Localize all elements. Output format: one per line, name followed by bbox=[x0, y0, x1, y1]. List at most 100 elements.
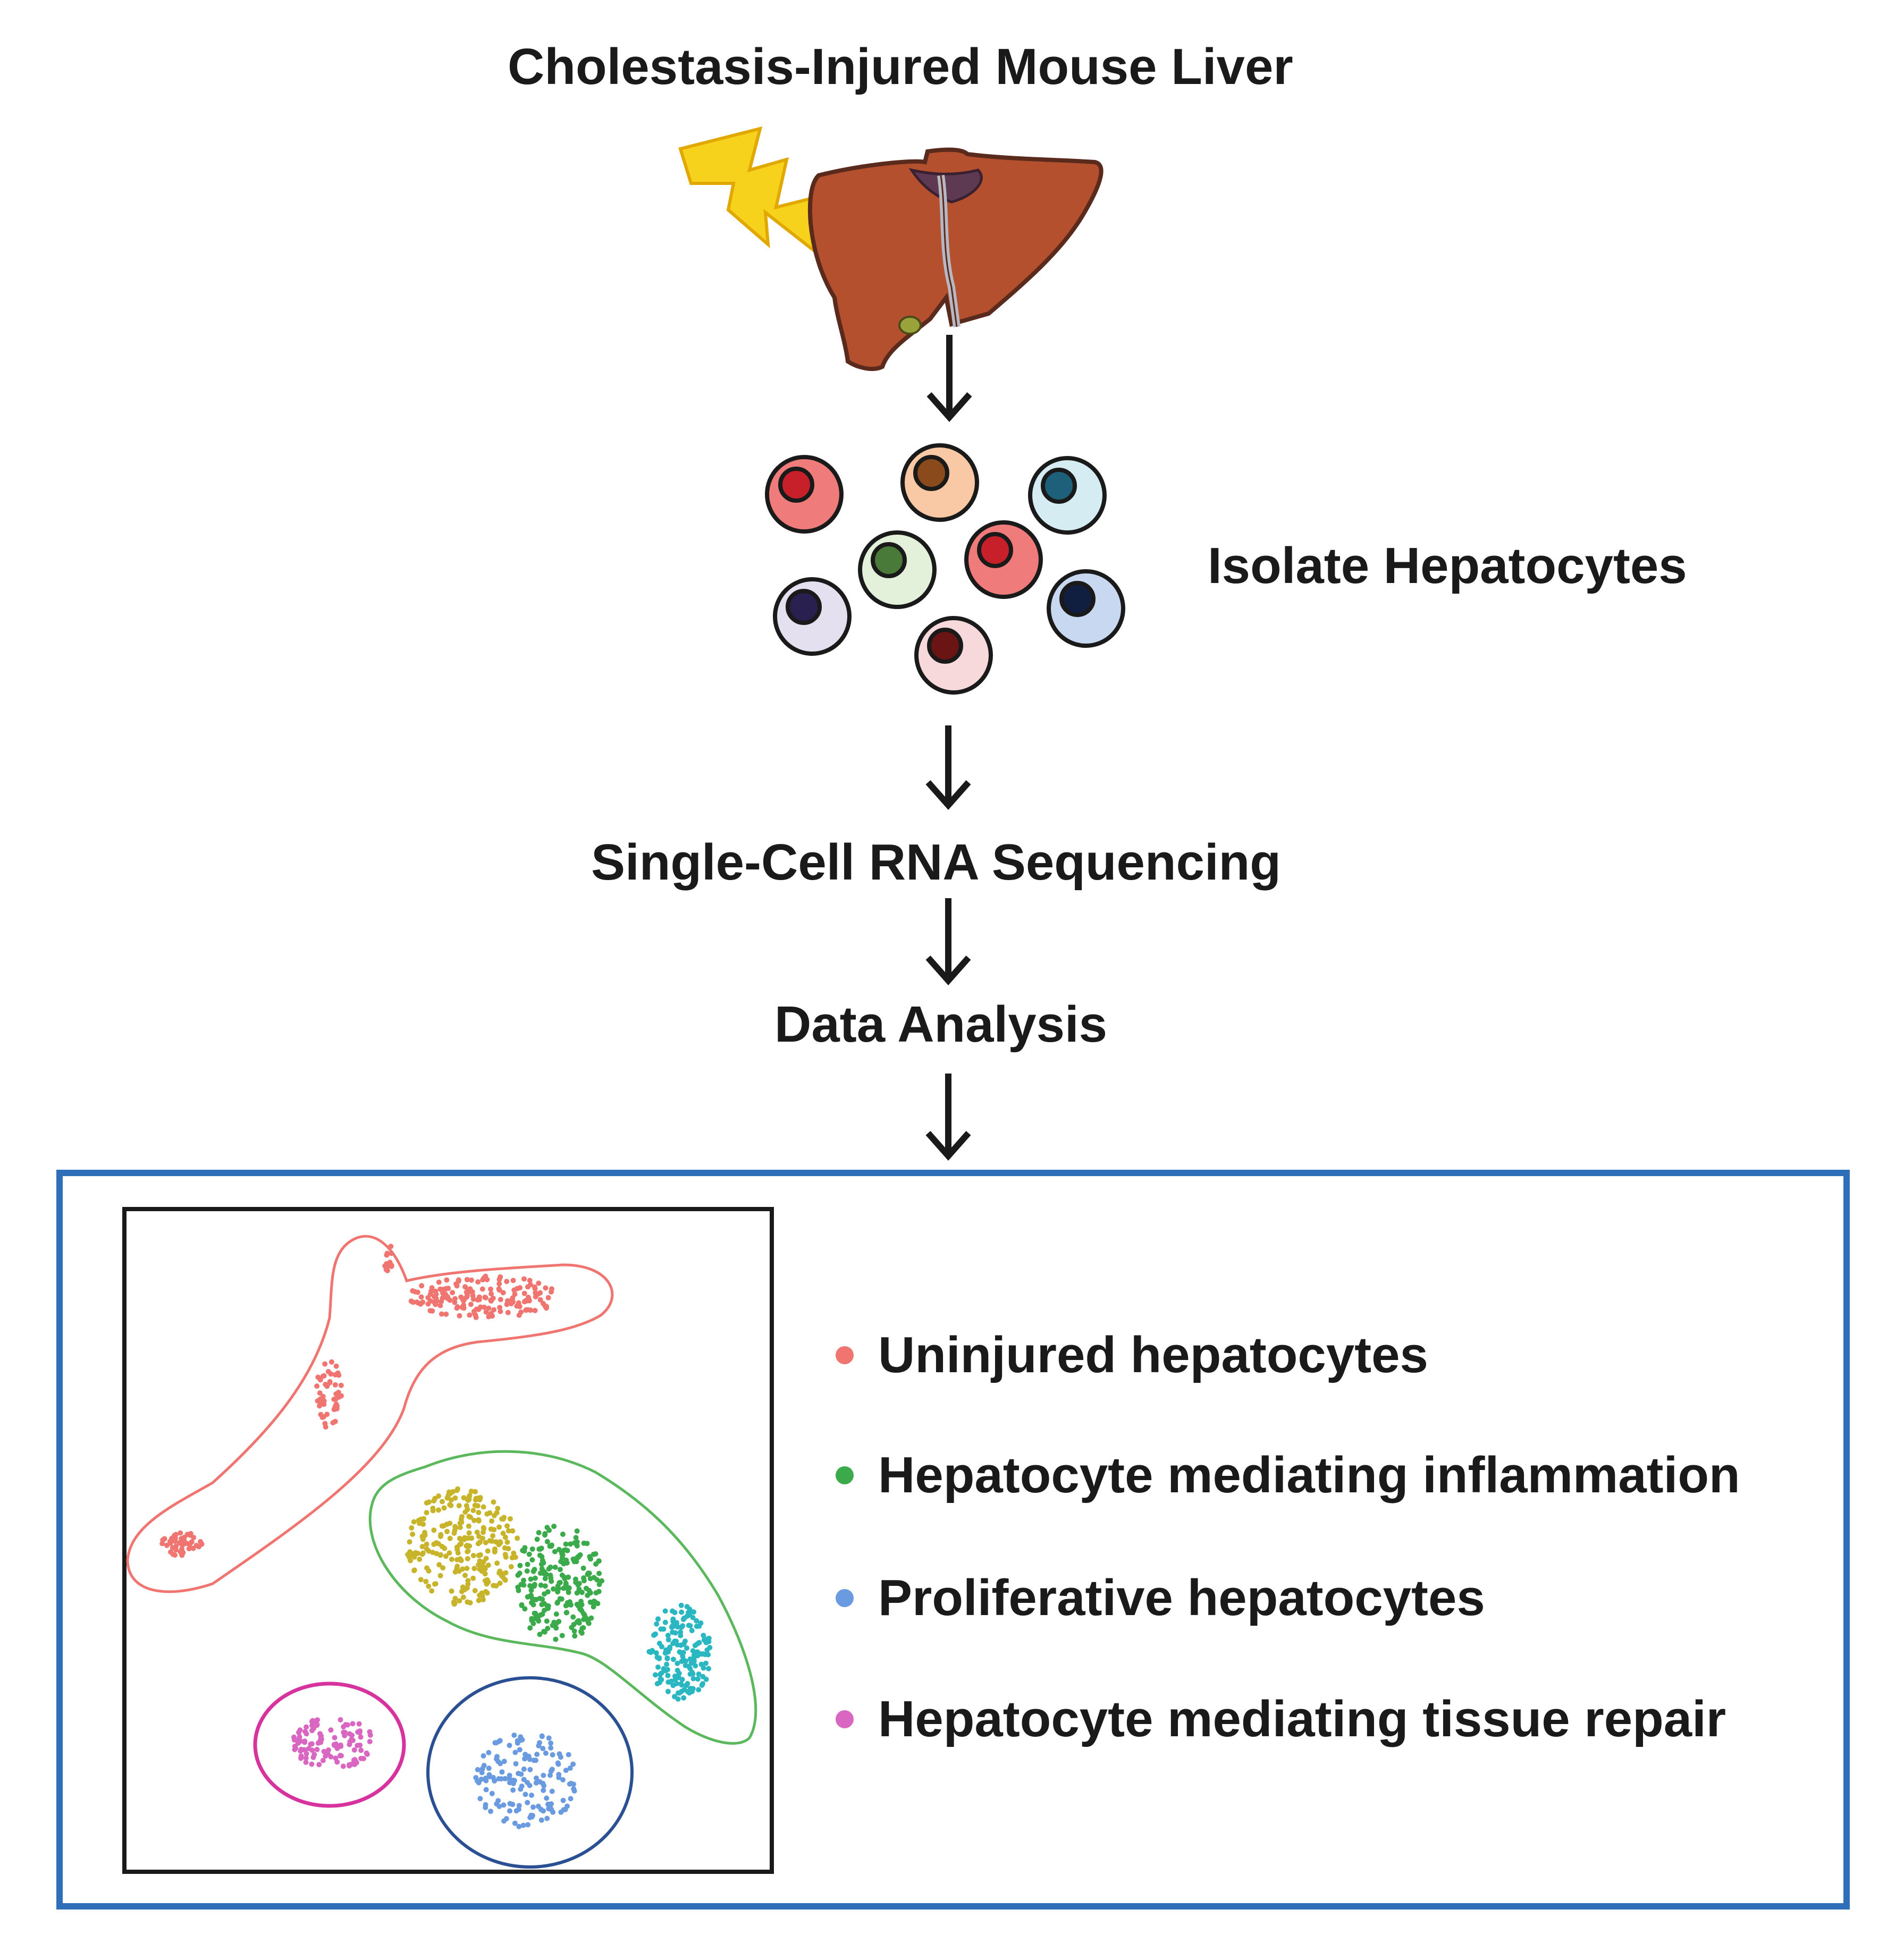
cluster-point bbox=[468, 1514, 473, 1520]
cluster-point bbox=[483, 1540, 488, 1545]
cluster-point bbox=[584, 1541, 590, 1547]
cluster-point bbox=[531, 1583, 537, 1589]
cluster-point bbox=[536, 1530, 542, 1535]
cluster-point bbox=[409, 1525, 415, 1531]
cluster-point bbox=[568, 1796, 574, 1802]
cluster-point bbox=[545, 1295, 551, 1300]
cluster-point bbox=[316, 1762, 322, 1768]
cluster-point bbox=[542, 1532, 548, 1538]
cluster-point bbox=[695, 1653, 701, 1659]
cluster-point bbox=[426, 1548, 432, 1554]
cluster-point bbox=[322, 1361, 328, 1367]
cluster-point bbox=[696, 1687, 702, 1693]
cluster-point bbox=[515, 1535, 520, 1541]
cluster-point bbox=[524, 1568, 530, 1574]
cluster-point bbox=[186, 1546, 192, 1552]
cluster-point bbox=[700, 1681, 705, 1687]
cluster-point bbox=[458, 1294, 464, 1300]
cluster-point bbox=[538, 1806, 544, 1812]
arrow-cells-to-seq bbox=[925, 725, 971, 810]
cluster-point bbox=[321, 1748, 327, 1754]
cluster-point bbox=[544, 1603, 550, 1609]
cluster-point bbox=[700, 1674, 706, 1679]
cluster-point bbox=[596, 1570, 602, 1576]
cluster-point bbox=[470, 1553, 476, 1558]
cluster-point bbox=[502, 1577, 508, 1583]
cluster-point bbox=[472, 1588, 478, 1593]
cluster-point bbox=[476, 1510, 482, 1515]
cluster-point bbox=[500, 1531, 506, 1536]
cluster-point bbox=[328, 1359, 334, 1365]
cluster-point bbox=[664, 1661, 670, 1667]
cluster-point bbox=[304, 1731, 309, 1737]
cluster-point bbox=[525, 1800, 530, 1805]
cluster-point bbox=[560, 1797, 566, 1803]
step-isolate-hepatocytes: Isolate Hepatocytes bbox=[1208, 537, 1687, 594]
cluster-point bbox=[350, 1721, 356, 1727]
cluster-point bbox=[494, 1801, 500, 1807]
cluster-point bbox=[537, 1552, 543, 1558]
cluster-point bbox=[504, 1279, 510, 1285]
cluster-point bbox=[462, 1573, 468, 1578]
cluster-point bbox=[540, 1746, 546, 1752]
cluster-point bbox=[408, 1558, 414, 1564]
cluster-point bbox=[410, 1531, 416, 1537]
cluster-point bbox=[323, 1382, 328, 1387]
cluster-point bbox=[498, 1297, 503, 1303]
cluster-point bbox=[481, 1304, 487, 1310]
cluster-point bbox=[664, 1656, 670, 1661]
cluster-point bbox=[160, 1537, 166, 1543]
cluster-point bbox=[484, 1577, 490, 1583]
cluster-point bbox=[540, 1300, 546, 1306]
cluster-point bbox=[563, 1581, 569, 1586]
cluster-point bbox=[583, 1585, 589, 1591]
cluster-point bbox=[543, 1285, 549, 1291]
cluster-point bbox=[515, 1738, 520, 1744]
cluster-point bbox=[656, 1679, 662, 1685]
cluster-point bbox=[665, 1637, 671, 1643]
cluster-point bbox=[317, 1403, 323, 1409]
cluster-point bbox=[665, 1672, 671, 1678]
cluster-point bbox=[503, 1570, 509, 1576]
cluster-point bbox=[537, 1740, 542, 1746]
cluster-point bbox=[550, 1809, 556, 1815]
cluster-point bbox=[448, 1497, 454, 1503]
cluster-point bbox=[510, 1278, 516, 1283]
cluster-outline-proliferative bbox=[426, 1676, 634, 1869]
cluster-point bbox=[561, 1807, 567, 1813]
cluster-point bbox=[572, 1633, 578, 1639]
cluster-point bbox=[675, 1660, 680, 1666]
cluster-point bbox=[452, 1595, 458, 1601]
cluster-point bbox=[542, 1583, 548, 1589]
cell-lightgreen bbox=[858, 530, 937, 609]
cluster-point bbox=[441, 1505, 447, 1511]
cluster-point bbox=[486, 1765, 492, 1771]
cluster-point bbox=[591, 1604, 596, 1610]
cluster-point bbox=[485, 1562, 491, 1568]
cluster-point bbox=[517, 1562, 523, 1568]
cluster-point bbox=[332, 1418, 338, 1424]
cluster-point bbox=[498, 1308, 503, 1314]
cluster-point bbox=[593, 1561, 599, 1567]
cluster-point bbox=[536, 1280, 542, 1286]
cluster-point bbox=[510, 1802, 516, 1807]
cluster-point bbox=[592, 1599, 598, 1605]
cluster-point bbox=[457, 1525, 463, 1530]
cluster-point bbox=[523, 1307, 529, 1313]
cluster-point bbox=[672, 1694, 677, 1700]
cluster-point bbox=[411, 1554, 417, 1560]
cluster-point bbox=[473, 1314, 479, 1320]
cluster-point bbox=[551, 1586, 557, 1592]
legend-label: Hepatocyte mediating tissue repair bbox=[878, 1691, 1726, 1747]
cluster-point bbox=[506, 1546, 511, 1551]
cluster-point bbox=[302, 1738, 308, 1744]
cluster-point bbox=[557, 1751, 562, 1757]
cluster-point bbox=[525, 1594, 530, 1600]
cluster-point bbox=[677, 1690, 683, 1696]
cluster-point bbox=[561, 1574, 567, 1580]
cluster-point bbox=[479, 1286, 485, 1292]
cluster-point bbox=[314, 1746, 320, 1752]
cluster-point bbox=[325, 1747, 331, 1753]
cluster-point bbox=[439, 1499, 445, 1505]
cluster-point bbox=[486, 1305, 492, 1311]
